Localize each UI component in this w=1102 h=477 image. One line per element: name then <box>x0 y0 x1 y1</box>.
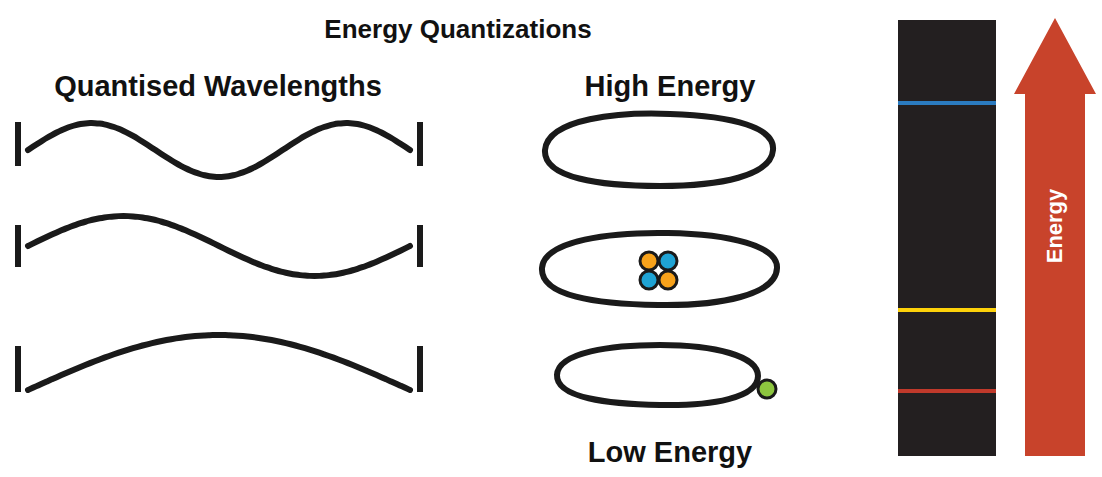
orbit-ellipse <box>542 233 777 305</box>
wave-curve <box>28 335 410 390</box>
section-label: High Energy <box>585 70 756 103</box>
orbit-ellipse <box>545 114 773 186</box>
title: Energy Quantizations <box>324 14 591 45</box>
spectrum-bar <box>898 20 996 456</box>
proton <box>659 271 677 289</box>
neutron <box>659 252 677 270</box>
section-label: Low Energy <box>588 436 752 469</box>
nucleus <box>640 252 677 289</box>
spectral-line <box>898 308 996 312</box>
energy-arrow: Energy <box>1012 14 1098 458</box>
spectrum <box>898 20 996 456</box>
neutron <box>640 271 658 289</box>
wave-end-bar <box>15 346 21 392</box>
wave-curve <box>28 216 410 276</box>
wave-end-bar <box>15 122 21 166</box>
wave-curve <box>28 123 410 177</box>
wave-end-bar <box>15 225 21 267</box>
spectral-line <box>898 389 996 393</box>
spectral-line <box>898 101 996 105</box>
wave-end-bar <box>417 122 423 166</box>
orbit-ellipse <box>557 345 758 405</box>
standing-waves <box>15 122 423 392</box>
wave-end-bar <box>417 225 423 267</box>
wave-end-bar <box>417 346 423 392</box>
orbits <box>542 114 777 405</box>
arrow-fill <box>1014 18 1096 456</box>
axis-label: Energy <box>1042 189 1068 264</box>
section-label: Quantised Wavelengths <box>54 70 382 103</box>
proton <box>640 252 658 270</box>
electron <box>758 380 776 398</box>
